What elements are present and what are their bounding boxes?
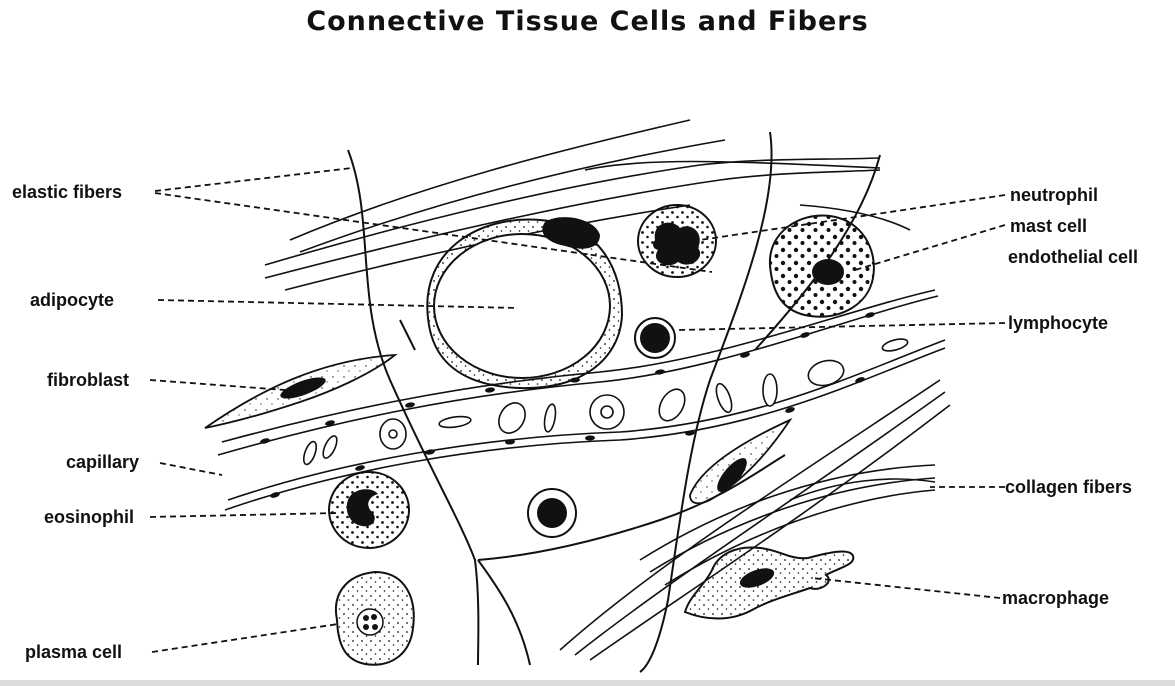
- label-neutrophil: neutrophil: [1010, 185, 1098, 205]
- label-plasma-cell: plasma cell: [25, 642, 122, 662]
- mast-cell: [770, 215, 874, 316]
- label-endothelial-cell: endothelial cell: [1008, 247, 1138, 267]
- eosinophil-cell: [329, 472, 409, 548]
- label-capillary: capillary: [66, 452, 139, 472]
- free-cell: [528, 489, 576, 537]
- label-adipocyte: adipocyte: [30, 290, 114, 310]
- lymphocyte-cell: [635, 318, 675, 358]
- label-fibroblast: fibroblast: [47, 370, 129, 390]
- adipocyte-cell: [427, 217, 622, 388]
- label-collagen-fibers: collagen fibers: [1005, 477, 1132, 497]
- neutrophil-cell: [638, 205, 716, 277]
- label-eosinophil: eosinophil: [44, 507, 134, 527]
- label-mast-cell: mast cell: [1010, 216, 1087, 236]
- label-macrophage: macrophage: [1002, 588, 1109, 608]
- label-elastic-fibers: elastic fibers: [12, 182, 122, 202]
- plasma-cell: [336, 572, 414, 665]
- label-lymphocyte: lymphocyte: [1008, 313, 1108, 333]
- scan-edge: [0, 680, 1175, 686]
